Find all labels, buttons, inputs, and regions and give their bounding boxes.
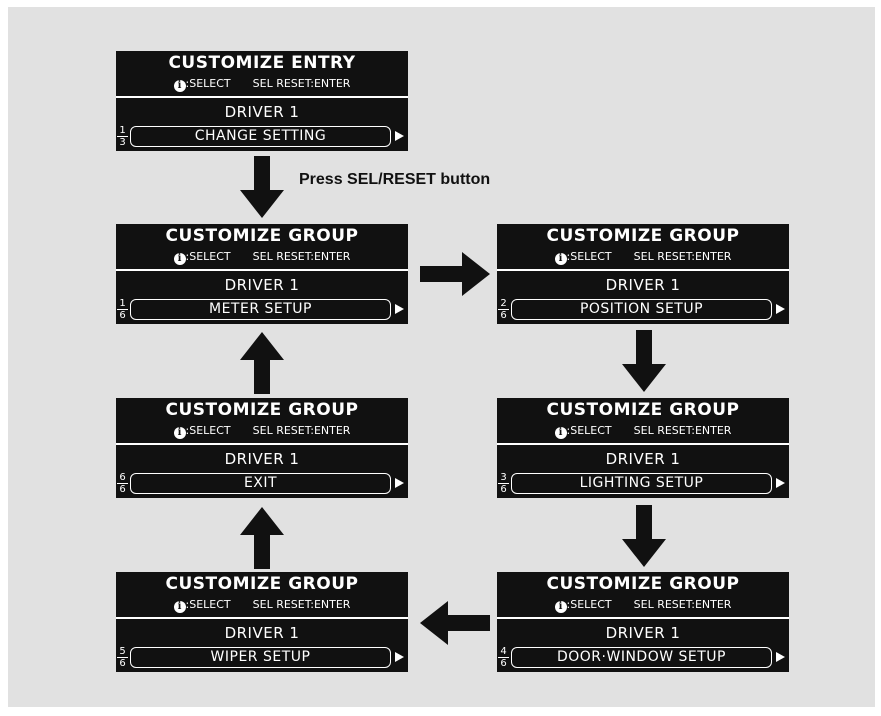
screen-title: CUSTOMIZE GROUP [546, 574, 740, 594]
option-box: LIGHTING SETUP [511, 473, 772, 494]
arrow-up-wiper-to-exit [240, 507, 284, 569]
screen-hint: i:SELECT SEL RESET:ENTER [497, 422, 789, 440]
screen-title: CUSTOMIZE GROUP [546, 226, 740, 246]
screen-divider [116, 269, 408, 271]
info-icon: i [554, 253, 567, 265]
page-total: 6 [500, 484, 507, 495]
info-icon: i [173, 253, 186, 265]
page-index: 6 [117, 472, 128, 484]
next-arrow-icon [395, 304, 404, 314]
option-box: DOOR·WINDOW SETUP [511, 647, 772, 668]
screen-title: CUSTOMIZE GROUP [165, 574, 359, 594]
hint-enter: SEL RESET:ENTER [252, 250, 351, 263]
page-total: 6 [119, 658, 126, 669]
option-box: CHANGE SETTING [130, 126, 391, 147]
next-arrow-icon [395, 478, 404, 488]
next-arrow-icon [395, 652, 404, 662]
screen-divider [116, 443, 408, 445]
driver-label: DRIVER 1 [605, 450, 681, 468]
hint-enter: SEL RESET:ENTER [252, 598, 351, 611]
screen-divider [497, 269, 789, 271]
screen-hint: i:SELECT SEL RESET:ENTER [116, 422, 408, 440]
next-arrow-icon [776, 478, 785, 488]
driver-label: DRIVER 1 [224, 450, 300, 468]
info-icon: i [554, 427, 567, 439]
info-icon: i [554, 601, 567, 613]
press-sel-reset-caption: Press SEL/RESET button [299, 171, 491, 188]
hint-select: :SELECT [185, 77, 231, 90]
screen-divider [497, 617, 789, 619]
page-total: 6 [119, 310, 126, 321]
screen-title: CUSTOMIZE GROUP [165, 400, 359, 420]
driver-label: DRIVER 1 [605, 624, 681, 642]
hint-enter: SEL RESET:ENTER [252, 424, 351, 437]
screen-hint: i:SELECT SEL RESET:ENTER [116, 75, 408, 93]
screen-hint: i:SELECT SEL RESET:ENTER [497, 248, 789, 266]
option-box: WIPER SETUP [130, 647, 391, 668]
screen-hint: i:SELECT SEL RESET:ENTER [497, 596, 789, 614]
page-index: 5 [117, 646, 128, 658]
screen-title: CUSTOMIZE GROUP [546, 400, 740, 420]
next-arrow-icon [776, 652, 785, 662]
page-index: 3 [498, 472, 509, 484]
page-total: 6 [119, 484, 126, 495]
arrow-down-position-to-lighting [622, 330, 666, 392]
next-arrow-icon [776, 304, 785, 314]
arrow-down-lighting-to-door [622, 505, 666, 567]
screen-title: CUSTOMIZE GROUP [165, 226, 359, 246]
option-box: EXIT [130, 473, 391, 494]
info-icon: i [173, 601, 186, 613]
page-index: 2 [498, 298, 509, 310]
page-total: 6 [500, 310, 507, 321]
screen-hint: i:SELECT SEL RESET:ENTER [116, 596, 408, 614]
arrow-left-door-to-wiper [420, 601, 490, 645]
option-box: POSITION SETUP [511, 299, 772, 320]
screen-divider [116, 96, 408, 98]
hint-select: :SELECT [185, 598, 231, 611]
driver-label: DRIVER 1 [224, 624, 300, 642]
hint-select: :SELECT [566, 424, 612, 437]
hint-select: :SELECT [566, 598, 612, 611]
option-box: METER SETUP [130, 299, 391, 320]
screen-divider [116, 617, 408, 619]
info-icon: i [173, 80, 186, 92]
hint-enter: SEL RESET:ENTER [252, 77, 351, 90]
next-arrow-icon [395, 131, 404, 141]
screen-title: CUSTOMIZE ENTRY [168, 53, 356, 73]
hint-select: :SELECT [185, 424, 231, 437]
driver-label: DRIVER 1 [224, 276, 300, 294]
page-index: 1 [117, 125, 128, 137]
driver-label: DRIVER 1 [224, 103, 300, 121]
page-index: 4 [498, 646, 509, 658]
page-total: 3 [119, 137, 126, 148]
arrow-up-exit-to-meter [240, 332, 284, 394]
page-index: 1 [117, 298, 128, 310]
info-icon: i [173, 427, 186, 439]
hint-enter: SEL RESET:ENTER [633, 424, 732, 437]
screen-divider [497, 443, 789, 445]
hint-select: :SELECT [185, 250, 231, 263]
hint-enter: SEL RESET:ENTER [633, 598, 732, 611]
hint-select: :SELECT [566, 250, 612, 263]
driver-label: DRIVER 1 [605, 276, 681, 294]
screen-hint: i:SELECT SEL RESET:ENTER [116, 248, 408, 266]
hint-enter: SEL RESET:ENTER [633, 250, 732, 263]
arrow-down-entry-to-meter [240, 156, 284, 218]
page-total: 6 [500, 658, 507, 669]
arrow-right-meter-to-position [420, 252, 490, 296]
